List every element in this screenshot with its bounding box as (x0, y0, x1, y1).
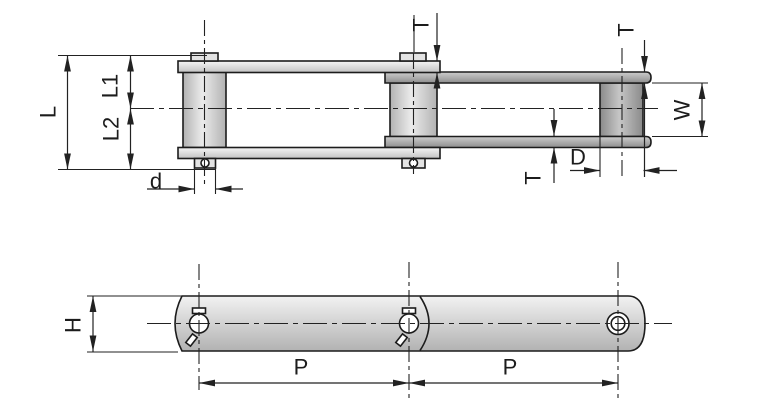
dim-label-T-top: T (409, 18, 434, 31)
dim-label-T-right: T (614, 23, 639, 36)
dim-label-P-right: P (503, 355, 518, 380)
cotter-tab-hole-2 (394, 332, 409, 348)
dim-label-L2: L2 (99, 117, 124, 141)
outer-plate-top (177, 60, 441, 74)
dim-label-L: L (36, 106, 61, 118)
dim-label-P-left: P (294, 355, 309, 380)
side-view: L L1 L2 d T T T D W (36, 13, 708, 194)
outer-plate-bottom (177, 146, 441, 160)
dim-label-d: d (150, 169, 162, 194)
dim-label-D: D (570, 145, 586, 170)
plan-view: H P P (61, 262, 672, 402)
dim-label-T-bottom: T (521, 171, 546, 184)
dim-label-H: H (61, 317, 86, 333)
inner-plate-bottom (384, 135, 652, 149)
cotter-tab-hole-1 (184, 332, 199, 348)
inner-plate-top (384, 71, 652, 84)
dim-label-L1: L1 (98, 74, 123, 98)
dim-label-W: W (670, 99, 695, 120)
